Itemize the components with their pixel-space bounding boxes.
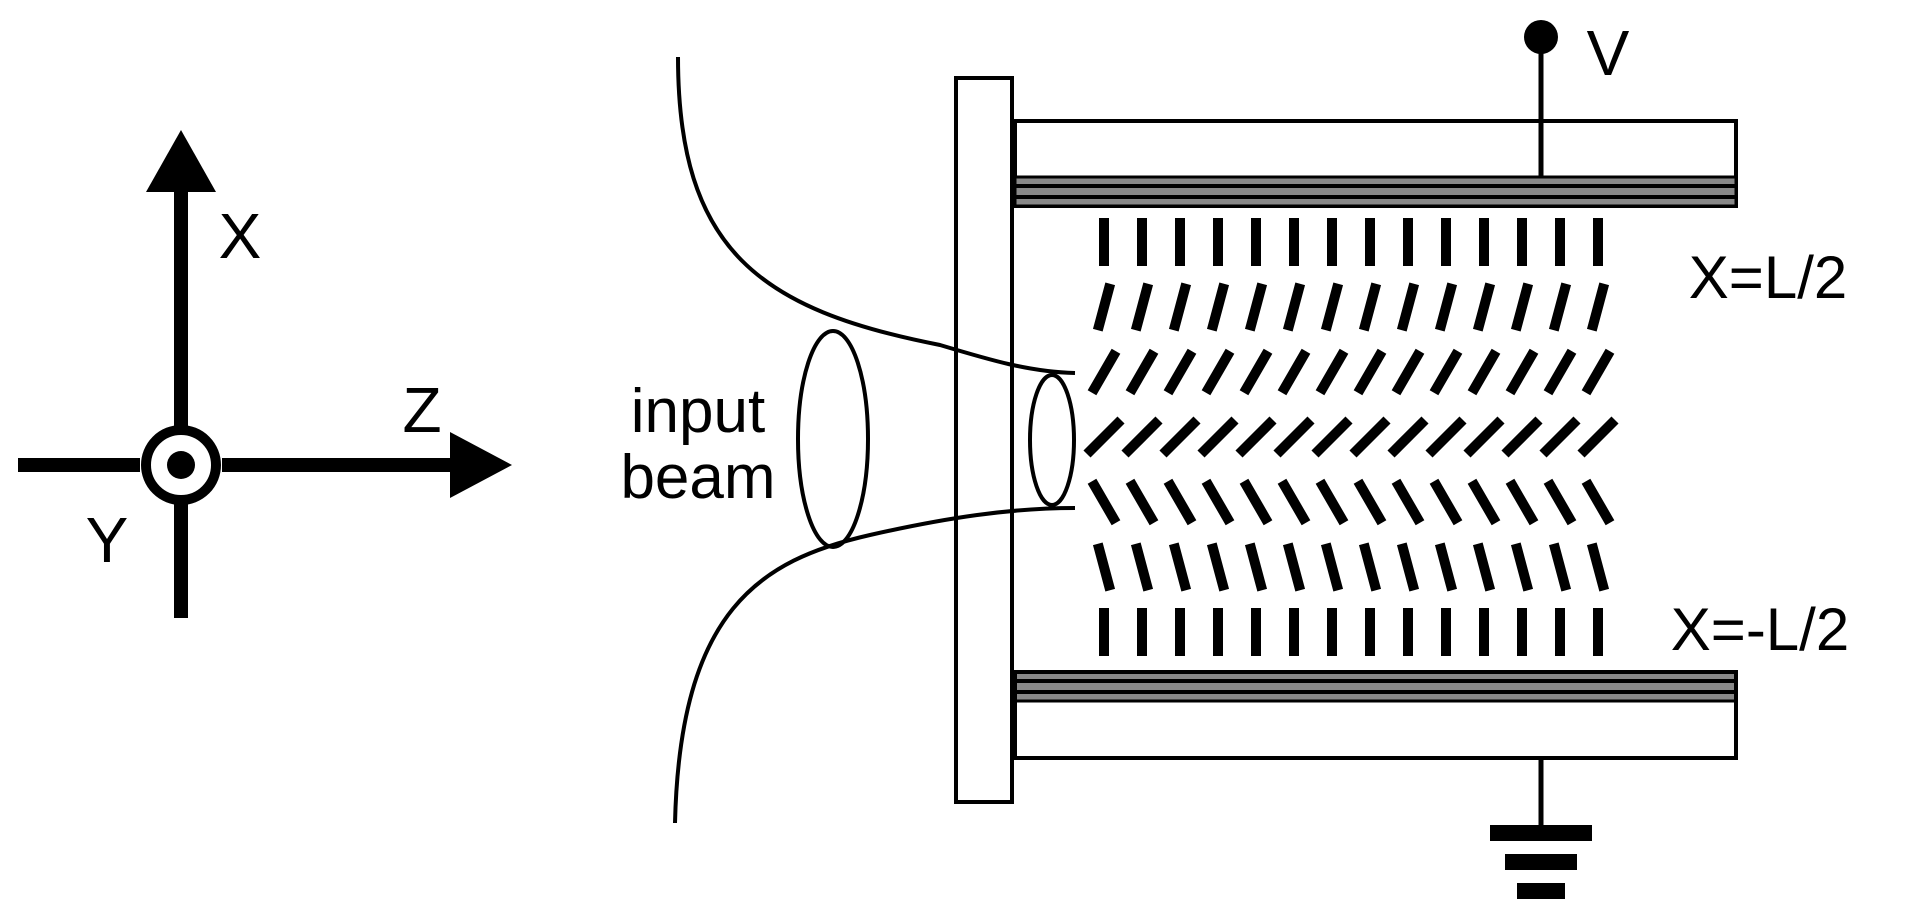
lc-molecule — [1505, 478, 1539, 526]
lc-molecule — [1472, 542, 1496, 592]
lc-molecule — [1121, 416, 1163, 458]
lc-molecule — [1349, 416, 1391, 458]
lc-molecule — [1163, 348, 1197, 396]
lc-molecule — [1396, 542, 1420, 592]
lc-molecule — [1087, 478, 1121, 526]
lc-molecule — [1353, 478, 1387, 526]
beam-cross-section-large — [796, 329, 870, 549]
lc-molecule — [1387, 416, 1429, 458]
lc-molecule — [1353, 348, 1387, 396]
lc-molecule — [1358, 282, 1382, 332]
voltage-terminal — [1524, 20, 1558, 177]
lc-molecule — [1539, 416, 1581, 458]
lc-molecule — [1501, 416, 1543, 458]
lc-molecule — [1429, 478, 1463, 526]
lc-molecule — [1467, 478, 1501, 526]
lc-molecule — [1235, 416, 1277, 458]
lc-molecule — [1130, 542, 1154, 592]
lc-molecule — [1168, 542, 1192, 592]
lc-molecule — [1396, 282, 1420, 332]
top-electrode — [1013, 175, 1738, 208]
lc-molecule — [1548, 282, 1572, 332]
lc-molecule — [1244, 542, 1268, 592]
lc-molecule — [1092, 282, 1116, 332]
bottom-electrode — [1013, 670, 1738, 703]
liquid-crystal-molecules — [1083, 218, 1619, 656]
lc-molecule — [1125, 348, 1159, 396]
x-axis-arrowhead — [146, 130, 216, 192]
lc-molecule — [1472, 282, 1496, 332]
x-axis-label: X — [219, 200, 262, 272]
lc-molecule — [1577, 416, 1619, 458]
lc-molecule — [1510, 282, 1534, 332]
bottom-substrate — [1013, 670, 1738, 760]
coordinate-axes: X Z Y — [18, 130, 512, 618]
lc-molecule — [1581, 478, 1615, 526]
voltage-terminal-dot — [1524, 20, 1558, 54]
lc-molecule — [1311, 416, 1353, 458]
lc-molecule — [1282, 282, 1306, 332]
z-axis-label: Z — [402, 374, 441, 446]
lc-molecule — [1159, 416, 1201, 458]
lc-molecule — [1548, 542, 1572, 592]
voltage-label: V — [1587, 17, 1630, 89]
lc-molecule — [1168, 282, 1192, 332]
lc-molecule — [1315, 478, 1349, 526]
input-beam — [673, 56, 1076, 824]
lc-molecule — [1463, 416, 1505, 458]
lc-molecule — [1581, 348, 1615, 396]
lc-molecule — [1201, 478, 1235, 526]
lc-molecule — [1239, 478, 1273, 526]
lc-molecule — [1320, 282, 1344, 332]
cell-structure — [954, 76, 1738, 804]
lc-molecule — [1586, 542, 1610, 592]
lc-molecule — [1197, 416, 1239, 458]
ground-symbol — [1490, 758, 1592, 899]
lc-molecule — [1277, 348, 1311, 396]
lc-molecule — [1510, 542, 1534, 592]
lc-molecule — [1320, 542, 1344, 592]
lc-molecule — [1391, 348, 1425, 396]
lc-molecule — [1467, 348, 1501, 396]
lc-molecule — [1206, 542, 1230, 592]
lc-molecule — [1358, 542, 1382, 592]
lc-molecule — [1505, 348, 1539, 396]
lc-molecule — [1206, 282, 1230, 332]
lc-molecule — [1087, 348, 1121, 396]
lc-molecule — [1201, 348, 1235, 396]
y-axis-label: Y — [86, 504, 129, 576]
lc-molecule — [1543, 478, 1577, 526]
lc-molecule — [1277, 478, 1311, 526]
lc-molecule — [1125, 478, 1159, 526]
lc-molecule — [1543, 348, 1577, 396]
lc-molecule — [1083, 416, 1125, 458]
lc-molecule — [1586, 282, 1610, 332]
input-beam-label-line1: input — [631, 377, 765, 446]
lc-molecule — [1391, 478, 1425, 526]
beam-cross-section-small — [1028, 373, 1076, 507]
lc-molecule — [1434, 282, 1458, 332]
beam-profile-upper — [676, 56, 1076, 375]
input-beam-label-line2: beam — [620, 443, 775, 512]
top-boundary-label: X=L/2 — [1689, 244, 1847, 311]
lc-molecule — [1425, 416, 1467, 458]
glass-end-window — [954, 76, 1014, 804]
lc-molecule — [1244, 282, 1268, 332]
lc-molecule — [1130, 282, 1154, 332]
lc-molecule — [1282, 542, 1306, 592]
lc-molecule — [1273, 416, 1315, 458]
z-axis-arrowhead — [450, 432, 512, 498]
lc-molecule — [1429, 348, 1463, 396]
lc-molecule — [1239, 348, 1273, 396]
bottom-boundary-label: X=-L/2 — [1671, 596, 1849, 663]
lc-molecule — [1163, 478, 1197, 526]
beam-profile-lower — [673, 506, 1076, 824]
lc-molecule — [1092, 542, 1116, 592]
y-axis-out-of-page-dot — [167, 451, 195, 479]
lc-molecule — [1315, 348, 1349, 396]
lc-molecule — [1434, 542, 1458, 592]
